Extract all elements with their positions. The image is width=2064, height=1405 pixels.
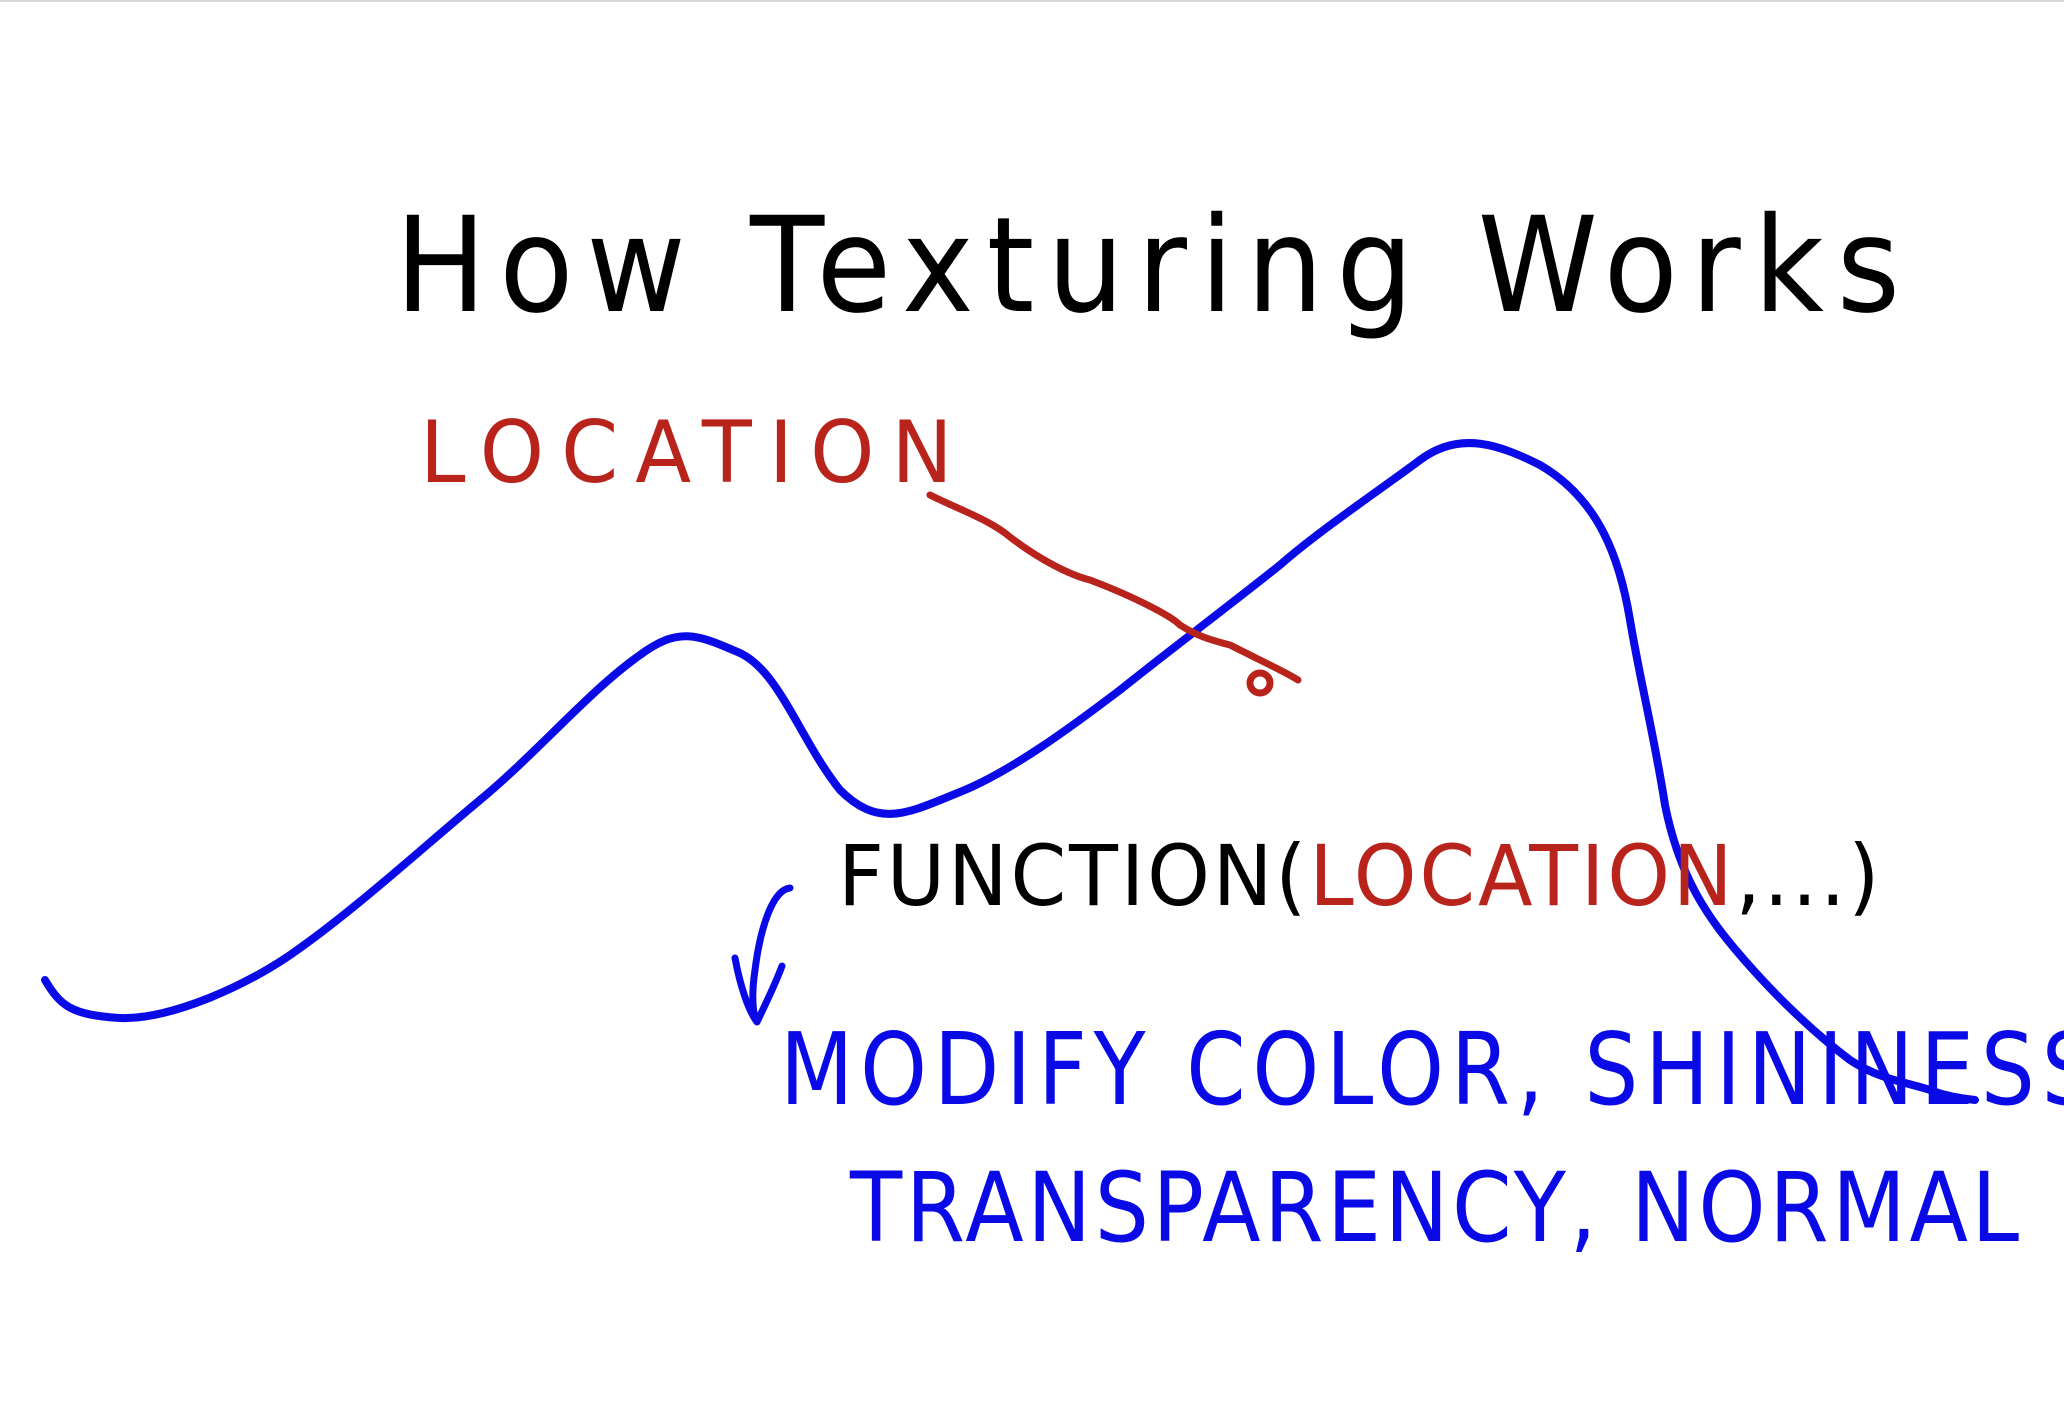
function-open-paren: ( xyxy=(1275,827,1310,925)
result-line-1: MODIFY COLOR, SHININESS, xyxy=(780,1011,2064,1128)
sample-point-icon xyxy=(1246,669,1274,697)
location-label: LOCATION xyxy=(420,403,970,503)
surface-curve-icon xyxy=(41,439,1979,1104)
result-line-2: TRANSPARENCY, NORMAL xyxy=(850,1152,2023,1264)
function-name: FUNCTION xyxy=(838,827,1276,925)
top-border xyxy=(0,0,2064,2)
curved-down-arrow-icon xyxy=(731,884,794,1026)
function-rest: ,...) xyxy=(1735,827,1883,925)
function-expression: FUNCTION(LOCATION,...) xyxy=(838,834,1882,918)
function-argument: LOCATION xyxy=(1309,827,1736,925)
location-pointer-icon xyxy=(926,491,1302,684)
diagram-title: How Texturing Works xyxy=(395,189,1913,343)
